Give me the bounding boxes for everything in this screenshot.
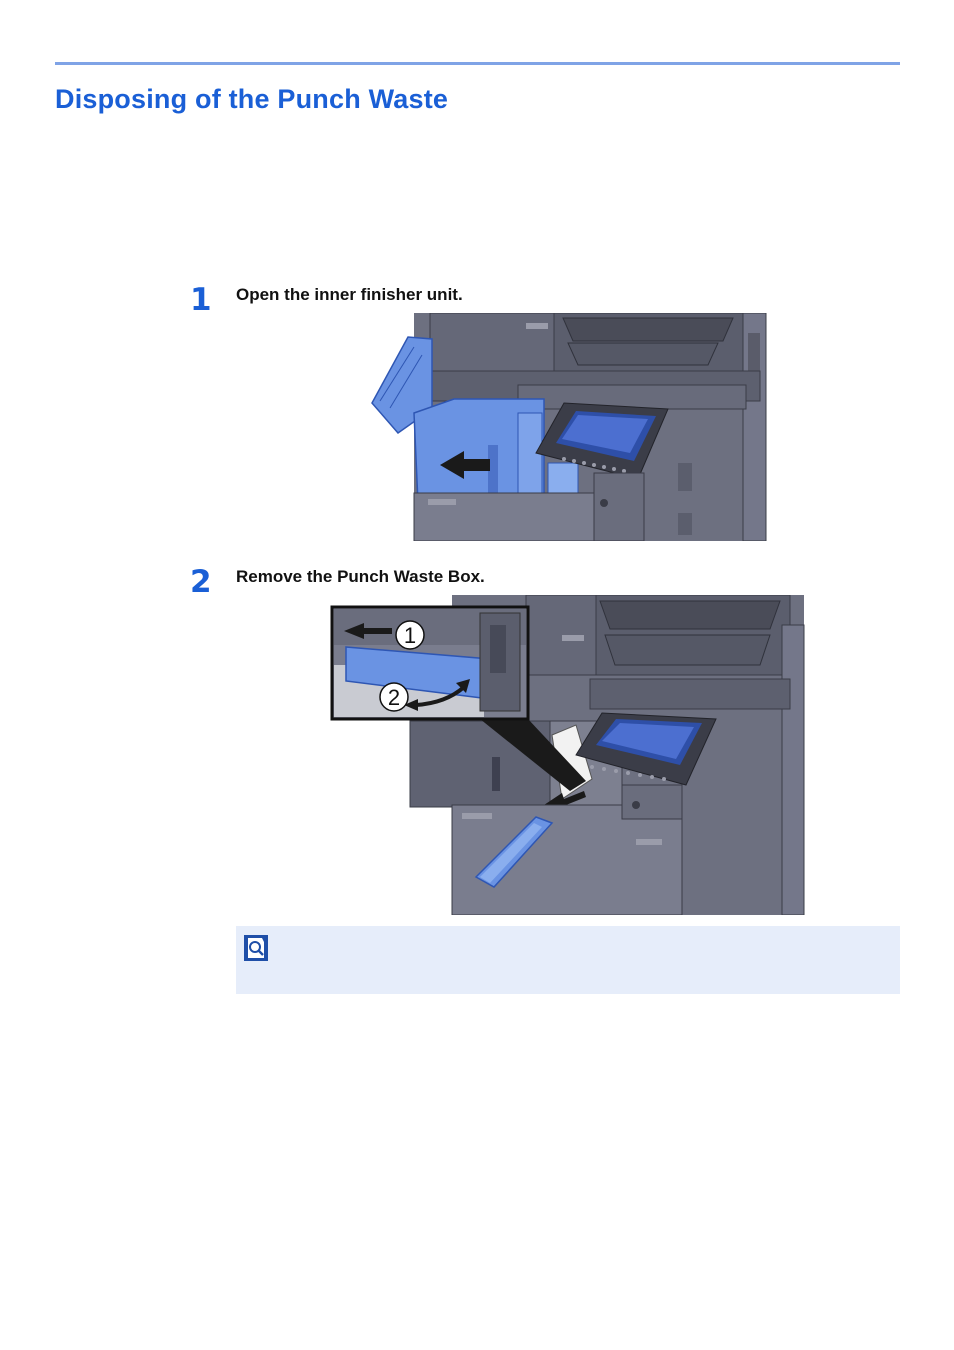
callout-2-circle: [379, 682, 409, 712]
step-1-illustration: [371, 313, 767, 541]
top-rule: [55, 62, 900, 65]
step-2-illustration: 1 2: [330, 595, 805, 915]
page-title: Disposing of the Punch Waste: [55, 84, 449, 114]
step-1-number: 1: [190, 282, 212, 318]
step-1-text: Open the inner finisher unit.: [236, 285, 463, 304]
note-box: [236, 926, 900, 994]
step-2-text: Remove the Punch Waste Box.: [236, 567, 485, 586]
callout-1-label: 1: [404, 623, 416, 648]
callout-2-label: 2: [388, 685, 400, 710]
callout-1-circle: [395, 620, 425, 650]
note-magnifier-icon: [244, 935, 268, 961]
step-2-number: 2: [190, 564, 212, 600]
